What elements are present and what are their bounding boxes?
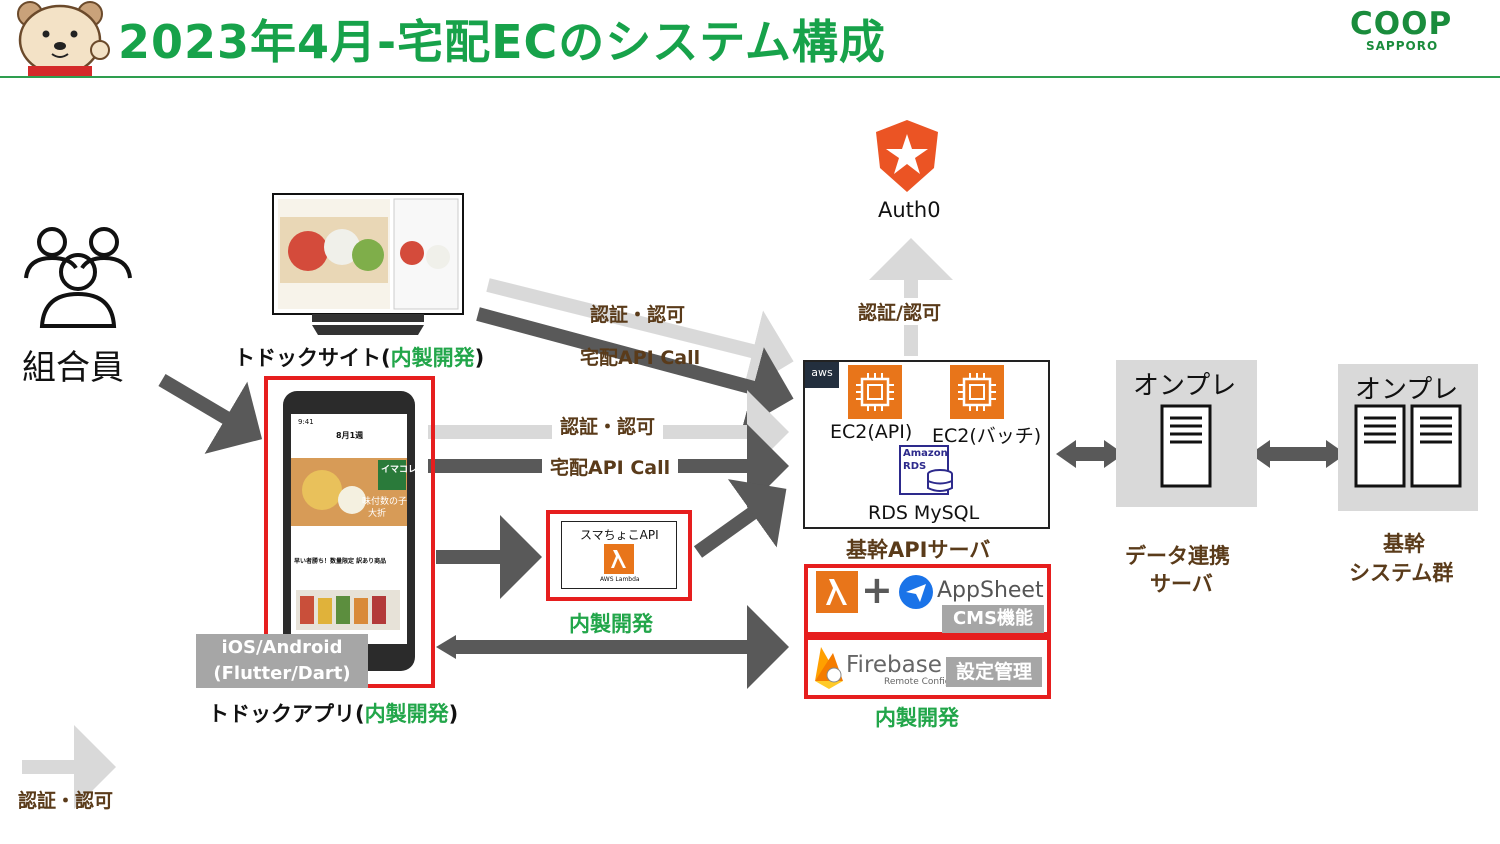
firebase-icon	[811, 643, 847, 689]
app-screen-item: 味付数の子	[362, 497, 408, 507]
onprem1-caption-1: データ連携	[1125, 544, 1230, 568]
rds-logo-line2: RDS	[903, 461, 927, 472]
ec2-api-icon	[848, 365, 902, 419]
onprem2-caption-2: システム群	[1349, 561, 1454, 585]
page-title: 2023年4月-宅配ECのシステム構成	[118, 15, 886, 69]
app-platform-tag: iOS/Android (Flutter/Dart)	[196, 634, 368, 688]
mascot-logo	[8, 0, 112, 76]
rds-logo-line1: Amazon	[903, 448, 948, 459]
firebase-dev-label: 内製開発	[875, 706, 959, 730]
sumacho-label: スマちょこAPI	[580, 528, 659, 542]
onprem2-caption-1: 基幹	[1383, 532, 1425, 556]
flow-label-auth0: 認証/認可	[856, 298, 943, 325]
sumacho-lambda-caption: AWS Lambda	[600, 576, 640, 583]
member-label: 組合員	[22, 348, 124, 388]
cms-lambda-icon	[816, 571, 858, 613]
appsheet-icon	[898, 574, 934, 610]
members-icon	[20, 222, 135, 332]
app-label: トドックアプリ(内製開発)	[208, 702, 459, 726]
sumacho-dev-label: 内製開発	[569, 612, 653, 636]
website-monitor	[272, 193, 464, 337]
ec2-api-label: EC2(API)	[830, 421, 913, 443]
aws-badge: aws	[805, 362, 839, 388]
auth0-label: Auth0	[878, 198, 941, 222]
ec2-batch-label: EC2(バッチ)	[932, 425, 1042, 447]
legend-label: 認証・認可	[18, 790, 114, 812]
cms-tag: CMS機能	[942, 605, 1044, 633]
aws-api-server-box	[803, 360, 1050, 529]
sumacho-lambda-icon	[604, 544, 634, 574]
cms-plus: +	[861, 568, 893, 612]
flow-label-web-auth: 認証・認可	[590, 304, 686, 326]
app-screen-time: 9:41	[298, 418, 314, 426]
flow-label-app-auth: 認証・認可	[552, 412, 664, 439]
auth0-icon	[872, 118, 942, 194]
website-dev-label: 内製開発	[390, 346, 475, 370]
onprem1-caption-2: サーバ	[1150, 572, 1213, 596]
firebase-sub: Remote Config	[884, 677, 951, 687]
sumacho-highlight-box	[546, 510, 692, 601]
arrow-web-call	[476, 307, 794, 429]
app-screen-date: 8月1週	[336, 431, 364, 440]
server-icon	[1160, 404, 1212, 488]
website-label: トドックサイト(内製開発)	[234, 346, 485, 370]
flow-label-app-call: 宅配API Call	[542, 453, 679, 480]
aws-group-label: 基幹APIサーバ	[846, 538, 991, 562]
coop-logo-sub: SAPPORO	[1366, 39, 1439, 53]
flow-label-web-call: 宅配API Call	[580, 347, 701, 369]
ec2-batch-icon	[950, 365, 1004, 419]
onprem1-title: オンプレ	[1133, 371, 1237, 401]
app-screen-item2: 大折	[368, 509, 387, 519]
cms-highlight-box	[804, 564, 1051, 636]
app-screen-sale: 早い者勝ち！数量限定 訳あり商品	[294, 558, 387, 565]
coop-logo: COOP	[1350, 6, 1453, 42]
header-divider	[0, 76, 1500, 78]
arrow-web-auth	[486, 278, 794, 392]
arrow-sumacho-to-aws	[693, 479, 787, 558]
arrow-member-to-app	[158, 373, 263, 454]
app-dev-label: 内製開発	[364, 702, 449, 726]
app-screen-promo: イマコレ	[381, 465, 418, 475]
firebase-name: Firebase	[846, 652, 942, 678]
rds-icon	[898, 444, 956, 496]
rds-label: RDS MySQL	[868, 502, 980, 524]
appsheet-name: AppSheet	[937, 578, 1044, 603]
onprem2-title: オンプレ	[1355, 375, 1459, 405]
firebase-tag: 設定管理	[946, 657, 1042, 687]
server-group-icon	[1354, 404, 1464, 488]
firebase-highlight-box	[804, 636, 1051, 699]
smartphone	[282, 390, 416, 672]
